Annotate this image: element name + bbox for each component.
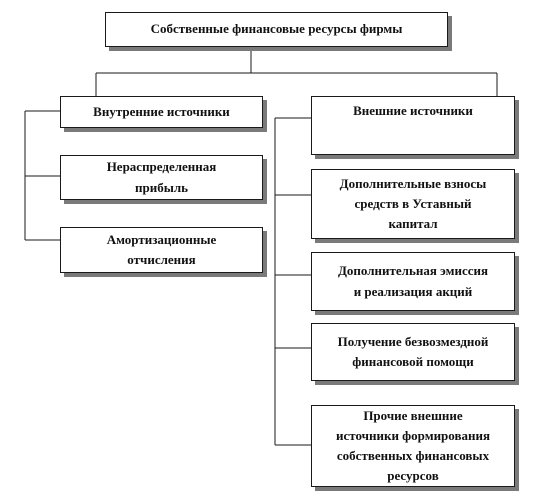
external-item-text: Прочие внешние источники формирования со…	[336, 407, 490, 484]
internal-item-node: Нераспределенная прибыль	[60, 155, 263, 200]
internal-item-text: Нераспределенная прибыль	[106, 159, 217, 195]
external-item-node: Получение безвозмездной финансовой помощ…	[311, 323, 515, 381]
internal-sources-node: Внутренние источники	[60, 96, 263, 128]
internal-item-node: Амортизационные отчисления	[60, 227, 263, 273]
title-text: Собственные финансовые ресурсы фирмы	[150, 21, 403, 37]
external-sources-node: Внешние источники	[311, 96, 515, 155]
title-node: Собственные финансовые ресурсы фирмы	[105, 12, 448, 47]
internal-item-text: Амортизационные отчисления	[106, 231, 217, 267]
external-sources-text: Внешние источники	[353, 103, 473, 118]
external-item-node: Прочие внешние источники формирования со…	[311, 405, 515, 487]
external-item-node: Дополнительная эмиссия и реализация акци…	[311, 252, 515, 311]
internal-sources-text: Внутренние источники	[93, 103, 230, 119]
external-item-node: Дополнительные взносы средств в Уставный…	[311, 169, 515, 239]
external-item-text: Дополнительные взносы средств в Уставный…	[339, 175, 487, 232]
external-item-text: Дополнительная эмиссия и реализация акци…	[337, 263, 489, 299]
external-item-text: Получение безвозмездной финансовой помощ…	[337, 333, 489, 369]
